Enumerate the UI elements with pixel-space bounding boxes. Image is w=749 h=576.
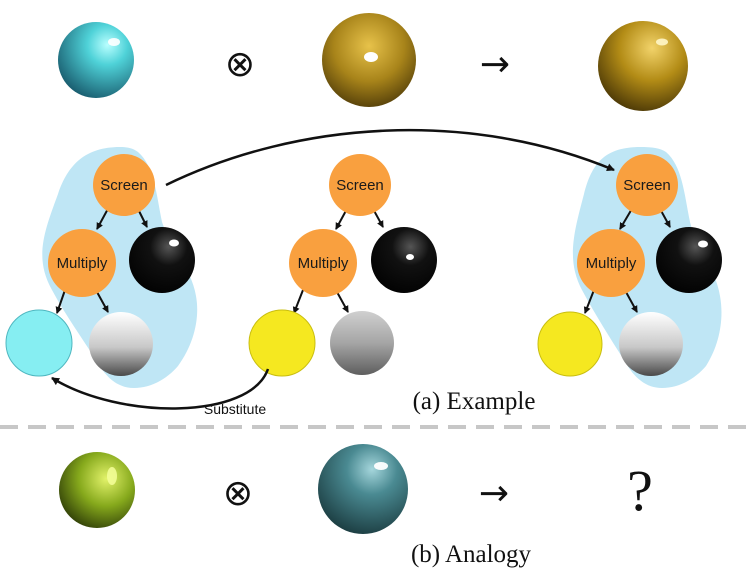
example-caption: (a) Example — [413, 388, 536, 415]
multiply-node-label: Multiply — [298, 255, 349, 272]
gray-sphere-icon — [330, 311, 394, 375]
analogy-row: ⊗ → ? — [59, 444, 653, 534]
screen-node — [93, 154, 155, 216]
multiply-node — [48, 229, 116, 297]
operator-symbol: ⊗ — [223, 473, 253, 514]
transfer-arrow — [165, 128, 615, 187]
yellow-disc-icon — [248, 309, 316, 377]
right-tree-highlight — [572, 147, 722, 388]
screen-node — [616, 154, 678, 216]
left-tree-highlight — [42, 147, 198, 388]
edge-multiply-to-gray — [336, 291, 349, 313]
substitute-arrow — [51, 368, 270, 410]
edge-multiply-to-white — [625, 291, 638, 313]
substitute-label: Substitute — [204, 401, 266, 417]
unknown-result-symbol: ? — [627, 458, 653, 523]
operator-symbol: ⊗ — [225, 44, 255, 85]
screen-node-label: Screen — [100, 177, 148, 194]
multiply-node-label: Multiply — [586, 255, 637, 272]
screen-node-label: Screen — [623, 177, 671, 194]
black-sphere-highlight — [698, 240, 708, 248]
analogy-caption: (b) Analogy — [411, 541, 532, 568]
edge-multiply-to-yellow — [583, 289, 595, 314]
green-sphere-highlight — [107, 467, 117, 485]
screen-node — [329, 154, 391, 216]
multiply-node-label: Multiply — [57, 255, 108, 272]
black-sphere-icon — [371, 227, 437, 293]
multiply-node — [289, 229, 357, 297]
left-tree: Screen Multiply — [5, 147, 198, 388]
edge-multiply-to-cyan — [55, 289, 66, 314]
yellow-disc-icon — [537, 311, 603, 377]
cyan-sphere-highlight — [108, 38, 120, 46]
cyan-sphere-icon — [58, 22, 134, 98]
result-sphere-highlight — [656, 38, 668, 46]
result-gold-sphere-icon — [598, 21, 688, 111]
right-tree: Screen Multiply — [537, 147, 722, 388]
black-sphere-icon — [656, 227, 722, 293]
edge-multiply-to-yellow — [292, 289, 304, 314]
edge-multiply-to-white — [96, 291, 109, 313]
top-row: ⊗ → — [58, 13, 688, 111]
teal-sphere-highlight — [374, 462, 388, 470]
middle-tree: Screen Multiply — [248, 154, 437, 377]
multiply-node — [577, 229, 645, 297]
white-sphere-icon — [619, 312, 683, 376]
black-sphere-icon — [129, 227, 195, 293]
result-arrow: → — [479, 473, 509, 514]
teal-sphere-icon — [318, 444, 408, 534]
result-arrow: → — [480, 44, 510, 85]
light-cyan-disc-icon — [5, 309, 73, 377]
screen-node-label: Screen — [336, 177, 384, 194]
white-sphere-icon — [89, 312, 153, 376]
green-sphere-icon — [59, 452, 135, 528]
gold-sphere-highlight — [364, 52, 378, 62]
black-sphere-highlight — [406, 254, 414, 260]
black-sphere-highlight — [169, 239, 179, 247]
